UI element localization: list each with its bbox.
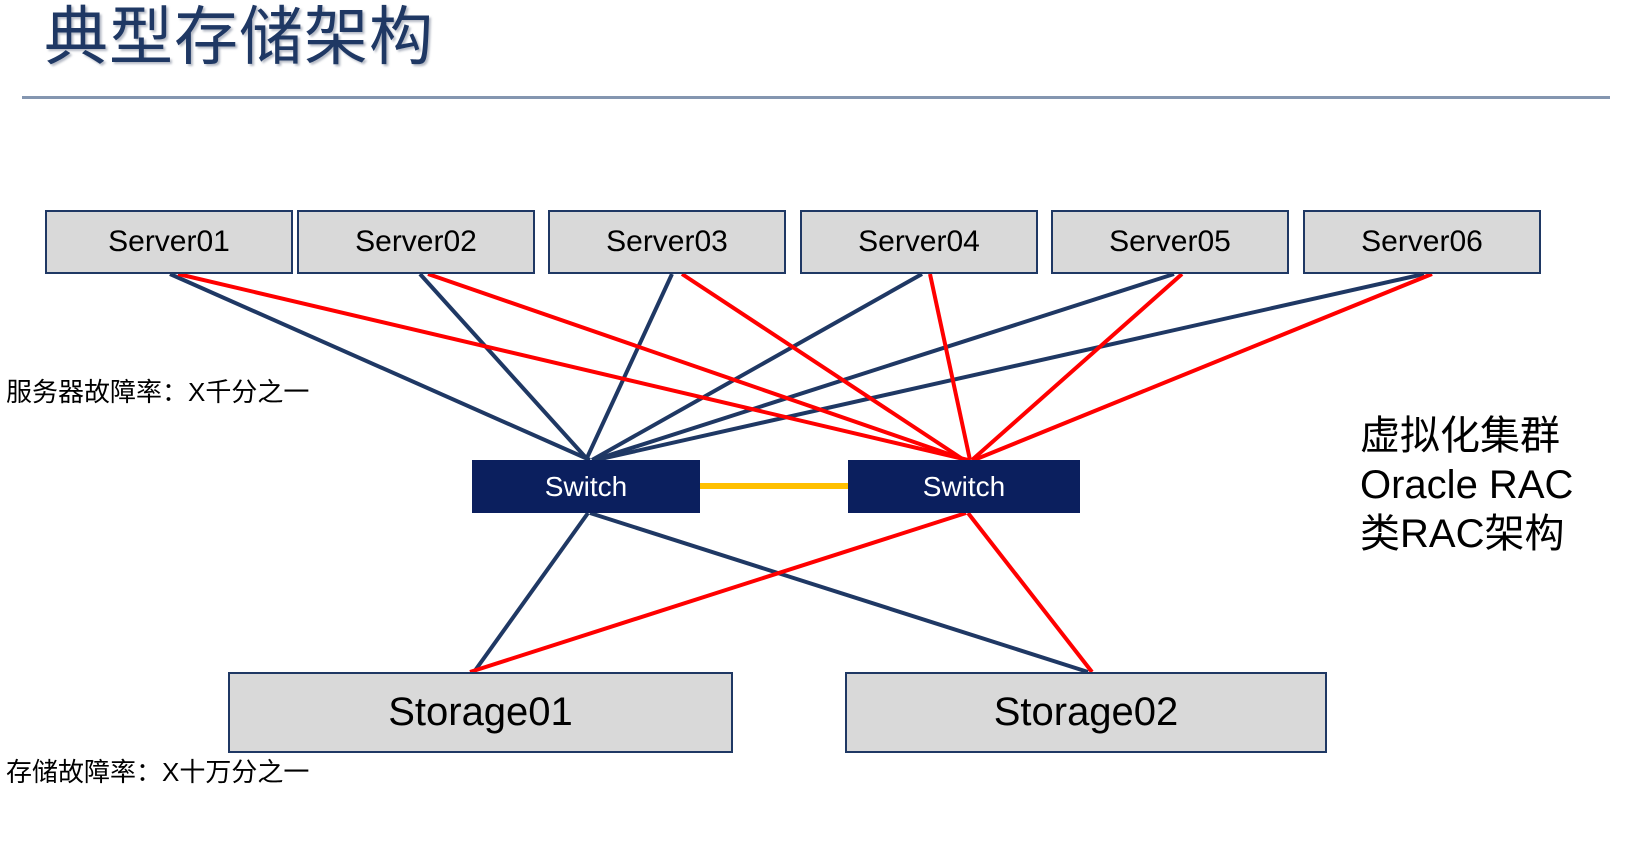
storage-failure-rate-note: 存储故障率：X十万分之一 <box>6 757 310 787</box>
link-server-to-right-switch <box>973 272 1433 462</box>
node-switch-right[interactable]: Switch <box>848 460 1080 513</box>
cluster-note: 虚拟化集群 Oracle RAC 类RAC架构 <box>1360 412 1573 558</box>
node-label: Storage02 <box>993 690 1179 734</box>
link-switch-to-storage <box>469 511 967 674</box>
link-server-to-right-switch <box>970 272 1184 462</box>
node-server03[interactable]: Server03 <box>548 210 786 274</box>
link-server-to-left-switch <box>584 273 674 461</box>
link-server-to-right-switch <box>177 272 969 462</box>
node-storage02[interactable]: Storage02 <box>845 672 1327 753</box>
cluster-note-line-1: 虚拟化集群 <box>1360 414 1560 458</box>
node-label: Server04 <box>858 225 980 258</box>
link-switch-to-storage <box>966 511 1094 674</box>
node-switch-left[interactable]: Switch <box>472 460 700 513</box>
server-failure-rate-note: 服务器故障率：X千分之一 <box>6 377 310 407</box>
link-switch-to-storage <box>589 511 1089 674</box>
node-label: Server03 <box>606 225 728 258</box>
link-server-to-left-switch <box>595 272 1425 462</box>
node-label: Switch <box>922 470 1006 502</box>
link-switch-to-storage <box>472 511 590 674</box>
cluster-note-line-3: 类RAC架构 <box>1360 511 1565 556</box>
link-server-to-right-switch <box>427 272 967 462</box>
link-server-to-left-switch <box>591 272 923 462</box>
link-server-to-left-switch <box>418 272 590 462</box>
link-server-to-left-switch <box>169 272 591 462</box>
node-server05[interactable]: Server05 <box>1051 210 1289 274</box>
page-title: 典型存储架构 <box>44 1 434 73</box>
cluster-note-line-2: Oracle RAC <box>1360 462 1574 507</box>
node-server04[interactable]: Server04 <box>800 210 1038 274</box>
link-server-to-right-switch <box>928 273 972 461</box>
link-server-to-right-switch <box>680 272 966 462</box>
node-label: Storage01 <box>388 690 573 734</box>
node-storage01[interactable]: Storage01 <box>228 672 733 753</box>
node-server01[interactable]: Server01 <box>45 210 293 274</box>
node-label: Server06 <box>1361 225 1483 258</box>
node-server02[interactable]: Server02 <box>297 210 535 274</box>
node-label: Server05 <box>1109 225 1231 258</box>
node-label: Switch <box>544 470 628 502</box>
node-label: Server02 <box>355 225 477 258</box>
node-label: Server01 <box>108 225 230 258</box>
title-divider <box>22 96 1610 99</box>
link-server-to-left-switch <box>593 272 1175 462</box>
node-server06[interactable]: Server06 <box>1303 210 1541 274</box>
